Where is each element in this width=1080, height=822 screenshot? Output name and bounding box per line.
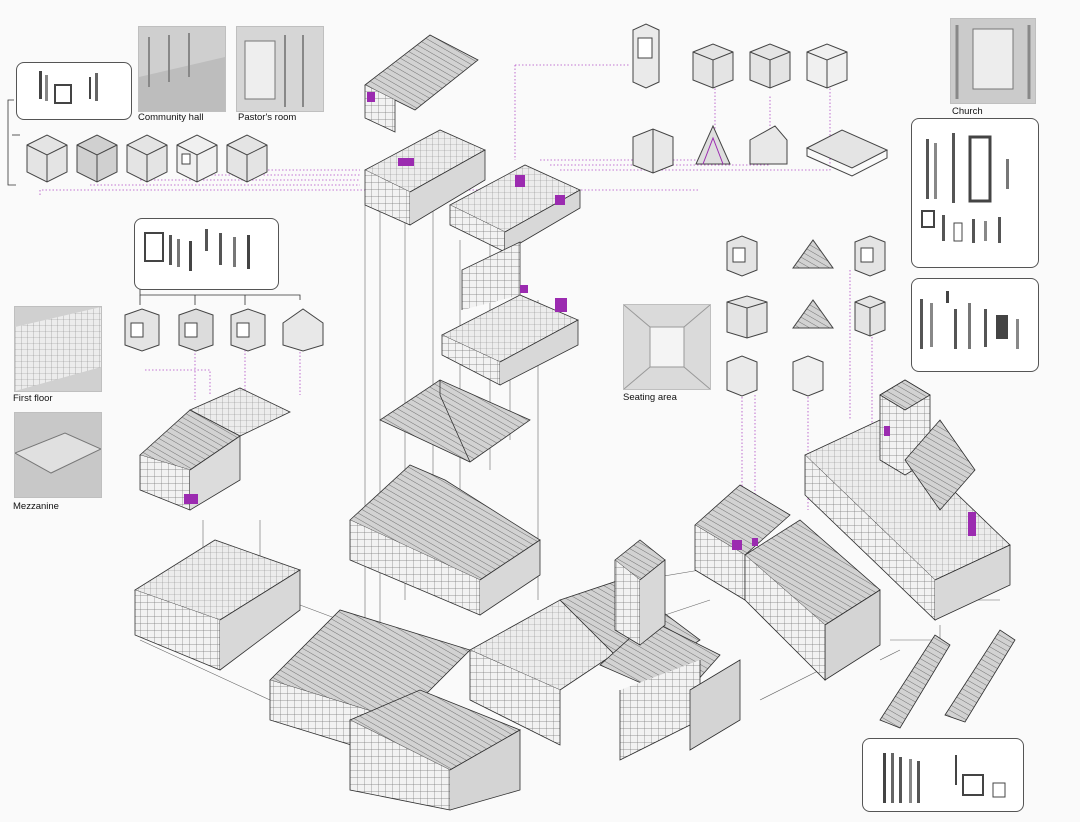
module-row-top-right xyxy=(632,23,889,177)
mezzanine-photo xyxy=(14,412,102,498)
module-row-mid-left xyxy=(124,308,324,352)
components-inset-bottom-right xyxy=(862,738,1024,812)
assembled-building xyxy=(269,539,741,811)
first-floor-label: First floor xyxy=(13,393,53,404)
community-hall-label: Community hall xyxy=(138,112,204,123)
seating-area-photo xyxy=(623,304,711,390)
exploded-pieces-center xyxy=(134,34,581,671)
module-column-right xyxy=(726,235,886,397)
community-hall-photo xyxy=(138,26,226,112)
components-inset-mid-left xyxy=(134,218,279,290)
module-row-top-left xyxy=(26,134,268,183)
components-inset-right-upper xyxy=(911,118,1039,268)
church-photo xyxy=(950,18,1036,104)
components-inset-right-lower xyxy=(911,278,1039,372)
church-label: Church xyxy=(952,106,983,117)
pastors-room-photo xyxy=(236,26,324,112)
church-block xyxy=(694,379,1016,729)
mezzanine-label: Mezzanine xyxy=(13,501,59,512)
pastors-room-label: Pastor's room xyxy=(238,112,297,123)
seating-area-label: Seating area xyxy=(623,392,677,403)
components-inset-top-left xyxy=(16,62,132,120)
first-floor-photo xyxy=(14,306,102,392)
